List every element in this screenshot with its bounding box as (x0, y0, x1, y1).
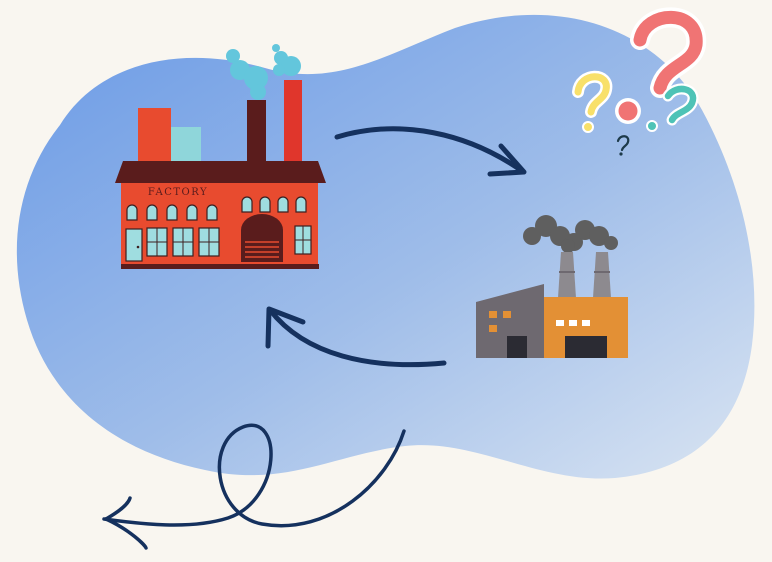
smoke-blue-icon (226, 44, 301, 100)
factory-sign-text: FACTORY (148, 187, 208, 198)
question-marks-icon (572, 7, 707, 156)
background-blob (16, 14, 755, 479)
smoke-grey-icon (523, 215, 618, 253)
curved-arrow-icon (334, 126, 527, 177)
industrial-plant-icon (476, 215, 628, 358)
factory-icon: FACTORY (115, 44, 326, 269)
loop-arrow-icon (102, 423, 406, 550)
curved-arrow-icon (265, 306, 447, 368)
